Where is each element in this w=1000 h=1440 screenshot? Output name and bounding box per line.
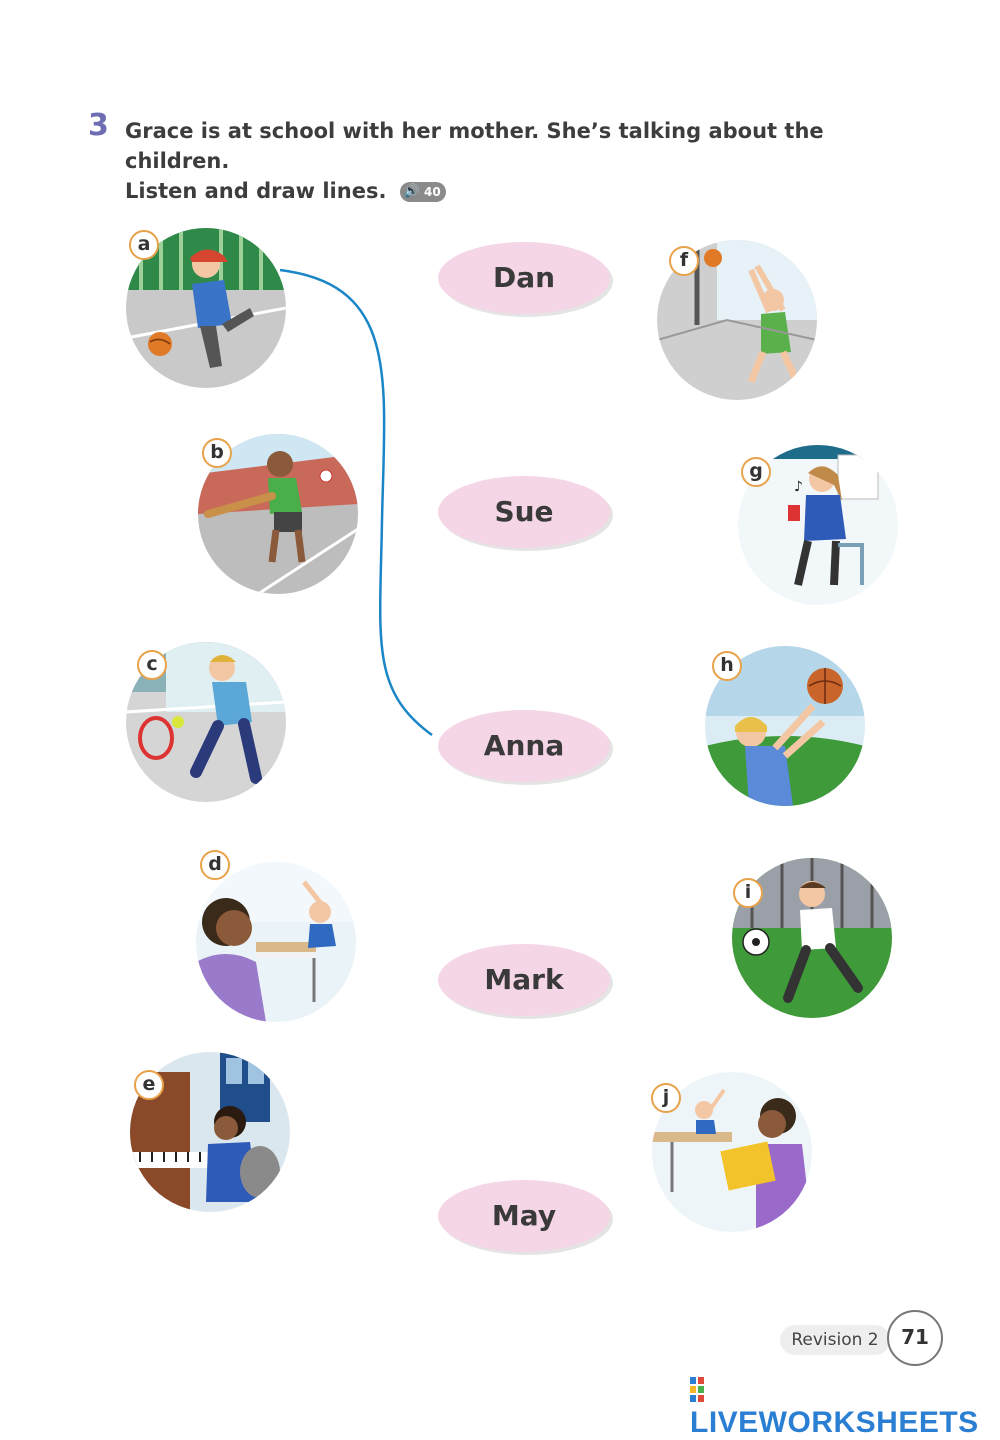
name-bubble-sue[interactable]: Sue — [438, 476, 610, 548]
letter-g: g — [741, 457, 771, 487]
liveworksheets-brand: LIVEWORKSHEETS — [690, 1372, 1000, 1439]
exercise-number: 3 — [88, 108, 109, 143]
section-label: Revision 2 — [780, 1325, 890, 1355]
instruction-line-2: Listen and draw lines. 🔊 40 — [125, 176, 925, 206]
letter-h: h — [712, 651, 742, 681]
teacher-books-illustration — [652, 1072, 812, 1232]
name-bubble-dan[interactable]: Dan — [438, 242, 610, 314]
liveworksheets-text: LIVEWORKSHEETS — [690, 1406, 979, 1439]
audio-track-number: 40 — [424, 185, 441, 199]
audio-track-badge[interactable]: 🔊 40 — [399, 182, 446, 202]
liveworksheets-logo-icon — [690, 1377, 704, 1403]
teacher-desk-illustration — [196, 862, 356, 1022]
svg-text:♪: ♪ — [794, 479, 803, 495]
name-bubble-mark[interactable]: Mark — [438, 944, 610, 1016]
picture-h[interactable] — [705, 646, 865, 806]
letter-j: j — [651, 1083, 681, 1113]
instruction-line-2-text: Listen and draw lines. — [125, 179, 387, 203]
letter-a: a — [129, 230, 159, 260]
instruction-line-1: Grace is at school with her mother. She’… — [125, 119, 824, 173]
letter-d: d — [200, 850, 230, 880]
name-bubble-anna[interactable]: Anna — [438, 710, 610, 782]
page-number: 71 — [887, 1310, 943, 1366]
speaker-icon: 🔊 — [403, 184, 420, 199]
letter-b: b — [202, 438, 232, 468]
picture-d[interactable] — [196, 862, 356, 1022]
instructions: Grace is at school with her mother. She’… — [125, 116, 925, 206]
letter-c: c — [137, 650, 167, 680]
letter-f: f — [669, 246, 699, 276]
ball-catch-girl-illustration — [705, 646, 865, 806]
letter-e: e — [134, 1070, 164, 1100]
picture-j[interactable] — [652, 1072, 812, 1232]
letter-i: i — [733, 878, 763, 908]
name-bubble-may[interactable]: May — [438, 1180, 610, 1252]
